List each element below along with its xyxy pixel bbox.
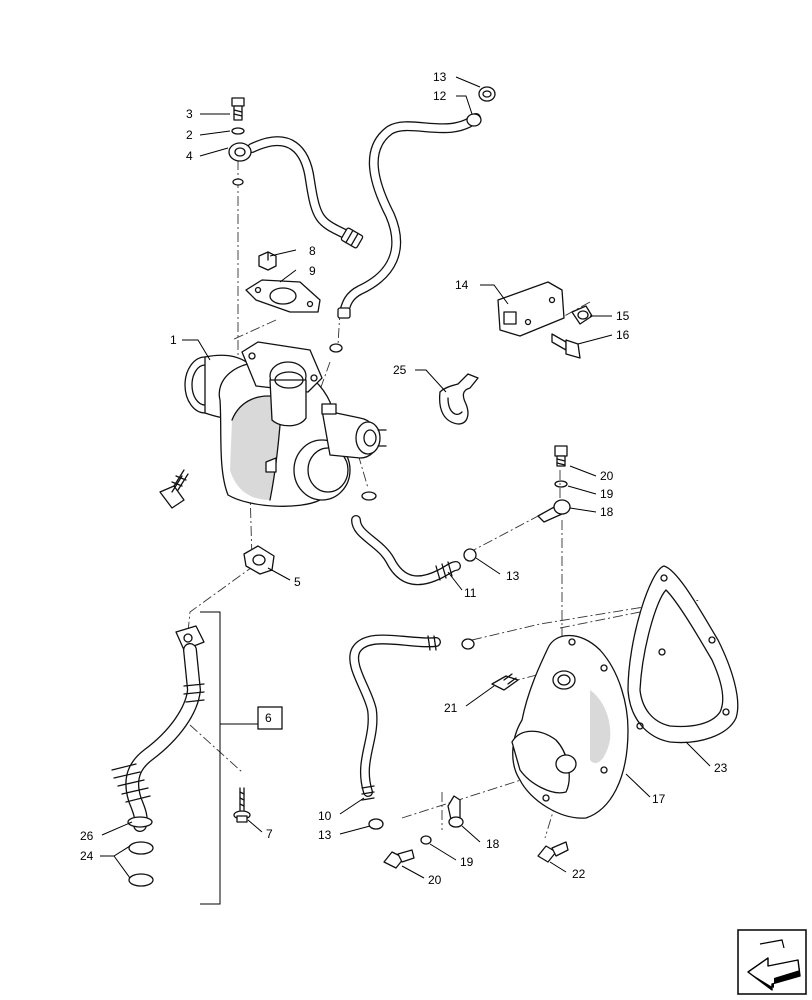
banjo-bolt [231, 97, 245, 121]
hex-nut-8 [258, 251, 277, 271]
callout-24: 24 [80, 849, 94, 863]
callout-22: 22 [572, 867, 586, 881]
bolt-20-bottom [383, 849, 415, 869]
callout-20-bottom: 20 [428, 873, 442, 887]
bolt-7 [233, 787, 251, 823]
adapter-18-bottom [447, 795, 464, 828]
callout-21: 21 [444, 701, 458, 715]
callout-4: 4 [186, 149, 193, 163]
washer-19-top [554, 480, 568, 488]
arrow-navigation-icon[interactable] [737, 929, 807, 995]
callout-9: 9 [309, 264, 316, 278]
callout-1: 1 [170, 333, 177, 347]
banjo-fitting [228, 142, 252, 162]
oil-hose-11 [351, 515, 461, 586]
callout-14: 14 [455, 278, 469, 292]
bracket-14 [497, 281, 565, 337]
clamp-13-right [461, 638, 475, 650]
callout-20-top: 20 [600, 469, 614, 483]
callout-3: 3 [186, 107, 193, 121]
callout-6: 6 [265, 711, 272, 725]
callout-26: 26 [80, 829, 94, 843]
oil-drain-pipe [111, 625, 205, 832]
clamp-13-bottom [368, 818, 384, 830]
callout-13-mid: 13 [506, 569, 520, 583]
group-bracket [200, 611, 221, 905]
hose-clamp-25 [438, 373, 479, 425]
mounting-stud [159, 469, 189, 509]
o-ring-24b [128, 873, 154, 887]
oil-feed-pipe [247, 136, 364, 249]
bolt-21 [491, 673, 519, 691]
flange-gasket-9 [245, 279, 321, 313]
sealing-washer-lower [232, 178, 244, 186]
callout-13-top: 13 [433, 70, 447, 84]
callout-19-top: 19 [600, 487, 614, 501]
callout-23: 23 [714, 761, 728, 775]
callout-8: 8 [309, 244, 316, 258]
o-ring-24a [128, 841, 154, 855]
clip-15 [571, 305, 593, 325]
bolt-22 [537, 841, 569, 863]
bolt-20-top [554, 445, 568, 467]
oil-hose-10 [349, 634, 441, 801]
adapter-18-top [537, 499, 571, 523]
washer-turbo-bottom [361, 491, 377, 501]
callout-17: 17 [652, 792, 666, 806]
callout-5: 5 [294, 575, 301, 589]
callout-25: 25 [393, 363, 407, 377]
oil-return-line [337, 113, 482, 319]
housing-17 [511, 635, 629, 819]
callout-19-bottom: 19 [460, 855, 474, 869]
callout-11: 11 [464, 586, 477, 600]
sealing-washer-2 [231, 127, 245, 135]
clamp-13-mid [463, 548, 477, 562]
callout-13-bottom: 13 [318, 828, 332, 842]
clamp-ring [329, 343, 343, 353]
cap-nut-13 [478, 86, 496, 102]
callout-18-bottom: 18 [486, 837, 500, 851]
callout-2: 2 [186, 128, 193, 142]
bolt-16 [551, 333, 581, 359]
gasket-23 [627, 565, 739, 744]
callout-10: 10 [318, 809, 332, 823]
leader-lines [100, 76, 711, 879]
callout-7: 7 [266, 827, 273, 841]
callout-box-6 [257, 706, 283, 730]
callout-16: 16 [616, 328, 630, 342]
washer-19-bottom [420, 835, 432, 845]
turbocharger [184, 341, 387, 507]
callout-12: 12 [433, 89, 447, 103]
callout-18-top: 18 [600, 505, 614, 519]
callout-labels: 3 2 4 13 12 8 9 1 14 15 16 25 5 6 7 11 1… [80, 70, 728, 887]
callout-15: 15 [616, 309, 630, 323]
